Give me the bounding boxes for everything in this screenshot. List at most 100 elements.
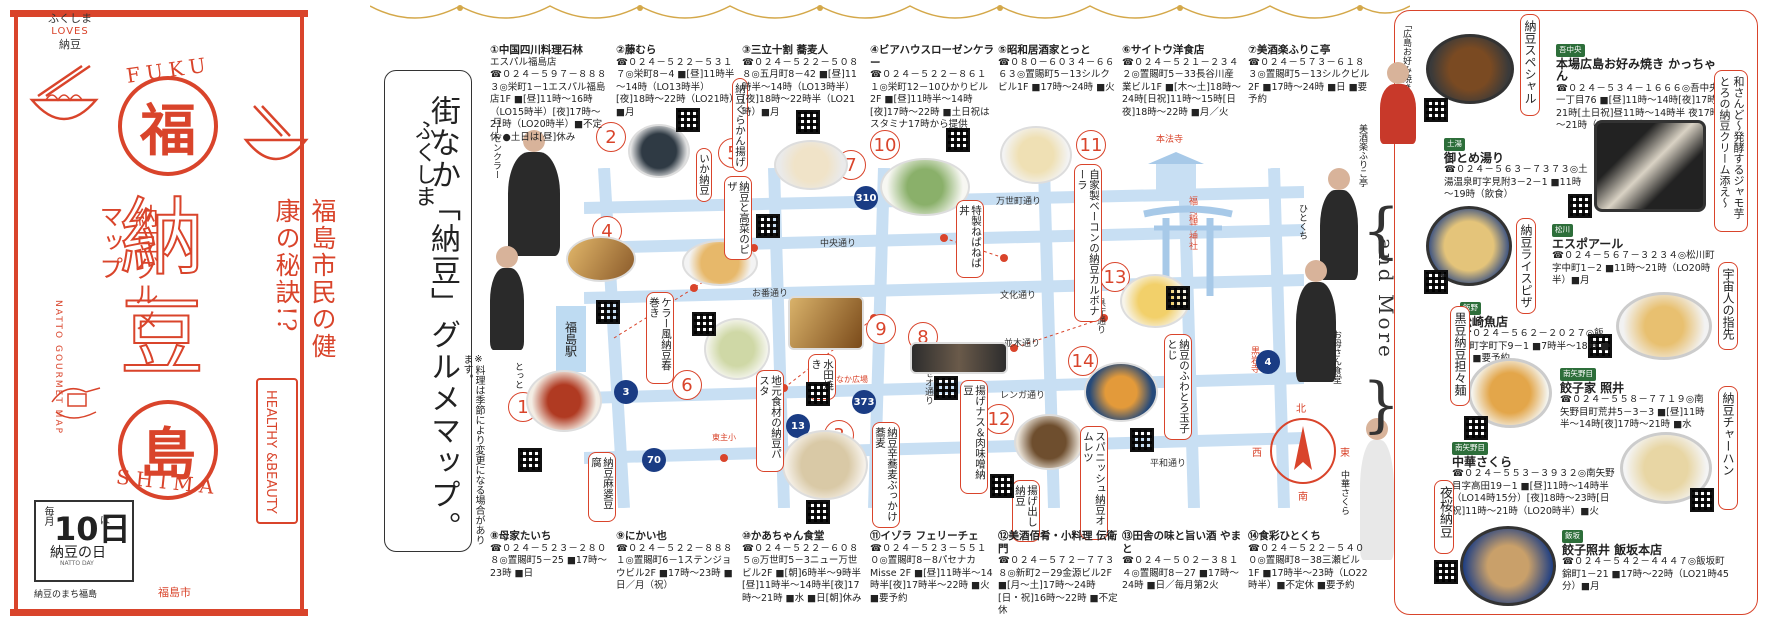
more-qr-2[interactable] [1568, 194, 1592, 218]
staff-photo-sakura [1360, 418, 1394, 560]
shop-name-13: ⑬田舎の味と旨い酒 やまと [1122, 530, 1242, 555]
more-dish-photo-7 [1460, 526, 1556, 606]
more-dish-label-5: 黒豆納豆担々麺 [1450, 306, 1470, 406]
day-wa: は [100, 516, 110, 527]
shop-body-2: ☎０２４－５２２－５３１７◎栄町8－4 ■[昼]11時半～14時（LO13時半）… [616, 56, 735, 118]
map-title-small: ふくしま [411, 119, 436, 207]
map-marker-2[interactable]: 2 [596, 122, 626, 152]
cover-border-right [300, 17, 304, 609]
map-title: 街なか「納豆」グルメマップ。 [425, 95, 460, 543]
more-qr-3[interactable] [1424, 270, 1448, 294]
caption-rosenkeller: ローゼンクラー [491, 116, 501, 179]
dish-photo-6 [704, 318, 770, 380]
shop-body-4: ☎０２４－５２２－８６１１◎栄町12－10ひかりビル2F ■[昼]11時半～14… [870, 69, 990, 130]
map-marker-6[interactable]: 6 [672, 370, 702, 400]
route-4: 4 [1256, 350, 1280, 374]
more-qr-6[interactable] [1690, 488, 1714, 512]
shop-info-3: ③三立十割 蕎麦人 ☎０２４－５２２－５０８８◎五月町8－42 ■[昼]11時半… [742, 44, 864, 119]
map-marker-14[interactable]: 14 [1068, 346, 1098, 376]
dish-label-12: 揚げ出し納豆 [1012, 480, 1040, 542]
shima-kanji-circle: 島 [118, 400, 218, 500]
shop-name-6: ⑥サイトウ洋食店 [1122, 44, 1205, 56]
map-marker-12[interactable]: 12 [984, 404, 1014, 434]
map-marker-13[interactable]: 13 [1100, 262, 1130, 292]
station-label: 福島駅 [563, 321, 578, 357]
more-body-4: ☎０２４－５６２－２０２７◎飯野町字町下9－1 ■7時半～18時 ■日 ■要予約 [1460, 328, 1610, 364]
shop-name-9: ⑨にかい也 [616, 530, 667, 542]
shop-name-10: ⑩かあちゃん食堂 [742, 530, 825, 542]
fukushima-station: 福島駅 [556, 306, 586, 372]
more-dish-label-2: 和さんど～発酵するジャモ芋とろの納豆クリーム添え～ [1714, 70, 1748, 232]
dish-label-13: 納豆のふわとろ玉子とじ [1164, 334, 1192, 440]
street-renga: レンガ通り [1000, 391, 1046, 401]
qr-code-10[interactable] [946, 128, 970, 152]
map-marker-11[interactable]: 11 [1076, 130, 1106, 160]
kanji-na: 納 [119, 189, 205, 287]
qr-code-4[interactable] [596, 300, 620, 324]
more-area-6: 南矢野目 [1452, 442, 1488, 455]
natto-day-label: 納豆の日 [50, 545, 106, 561]
shop-info-5: ⑤昭和居酒家とっと ☎０８０－６０３４－６６６３◎置賜町5－13シルクビル1F … [998, 44, 1118, 94]
shop-body-13: ☎０２４－５０２－３８１４◎置賜町8－27 ■17時～24時 ■日／毎月第2火 [1122, 555, 1240, 591]
dish-photo-12 [1014, 414, 1084, 470]
dish-label-10: 特製ねばねば丼 [956, 200, 984, 278]
more-shop-5: 南矢野目 餃子家 照井 ☎０２４－５５８－７７１９◎南矢野目町荒井5－3－3 ■… [1560, 368, 1710, 432]
map-marker-9[interactable]: 9 [866, 314, 896, 344]
more-name-4: 松崎魚店 [1460, 314, 1509, 329]
street-manseicho: 万世町通り [996, 197, 1042, 207]
more-dish-label-1: 納豆スペシャル [1520, 14, 1540, 116]
compass-east: 東 [1340, 448, 1350, 459]
more-body-7: ☎０２４－５４２－４４４７◎飯坂町錦町1－21 ■17時～22時（LO21時45… [1562, 556, 1729, 592]
shop-body-14: ☎０２４－５２２－５４００◎置賜町8－38三瀬ビル1F ■17時半～23時（LO… [1248, 542, 1368, 592]
dish-label-7: 納豆ぐらかん揚げ [732, 78, 748, 172]
dish-photo-10 [880, 158, 970, 216]
shop-body-5: ☎０８０－６０３４－６６６３◎置賜町5－13シルクビル1F ■17時～24時 ■… [998, 56, 1115, 93]
map-marker-10[interactable]: 10 [870, 130, 900, 160]
more-area-1: 吾中央 [1556, 44, 1585, 57]
qr-code-2[interactable] [676, 108, 700, 132]
love-mid: LOVES [51, 26, 89, 37]
shop-name-7: ⑦美酒楽ふりこ亭 [1248, 44, 1331, 56]
street-chuo: 中央通り [820, 239, 857, 249]
qr-code-14[interactable] [1130, 428, 1154, 452]
qr-code-13[interactable] [1166, 286, 1190, 310]
qr-code-1[interactable] [518, 448, 542, 472]
more-body-5: ☎０２４－５５８－７７１９◎南矢野目町荒井5－3－3 ■[昼]11時半～14時[… [1560, 394, 1705, 430]
shop-body-1: ☎０２４－５９７－８８８３◎栄町1－1エスパル福島店1F ■[昼]11時～16時… [490, 69, 607, 143]
more-name-2: 御とめ湯り [1444, 150, 1505, 165]
qr-code-5[interactable] [796, 110, 820, 134]
qr-code-9[interactable] [806, 382, 830, 406]
more-qr-4[interactable] [1588, 334, 1612, 358]
more-shop-6: 南矢野目 中華さくら ☎０２４－５５３－３９３２◎南矢野目字高田19－1 ■[昼… [1452, 442, 1616, 518]
cover-english-subtitle: NATTO GOURMET MAP [53, 300, 63, 436]
caption-okaasan: お母さん食堂 [1331, 330, 1341, 384]
garland-decoration [370, 5, 1410, 19]
qr-code-6[interactable] [692, 312, 716, 336]
natto-day-box: 毎月 10日 は 納豆の日 NATTO DAY [34, 500, 134, 582]
shop-name-14: ⑭食彩ひとくち [1248, 530, 1321, 542]
every-month-label: 毎月 [42, 506, 53, 526]
staff-photo-totto [490, 246, 524, 350]
more-qr-1[interactable] [1424, 98, 1448, 122]
shop-name-3: ③三立十割 蕎麦人 [742, 44, 829, 56]
qr-code-3[interactable] [806, 500, 830, 524]
dish-label-2: いか納豆 [696, 148, 712, 202]
qr-code-8[interactable] [934, 376, 958, 400]
more-qr-5[interactable] [1464, 416, 1488, 440]
more-area-2: 土湯 [1444, 138, 1465, 151]
more-qr-7[interactable] [1434, 560, 1458, 584]
map-title-box: ふくしま 街なか「納豆」グルメマップ。 [384, 70, 472, 552]
love-bottom: 納豆 [59, 38, 81, 51]
shop-info-10: ⑩かあちゃん食堂 ☎０２４－５２２－６０８５◎万世町5－3ニュー万世ビル2F ■… [742, 530, 864, 605]
qr-code-12[interactable] [990, 474, 1014, 498]
qr-code-7[interactable] [756, 214, 780, 238]
shop-info-6: ⑥サイトウ洋食店 ☎０２４－５２１－２３４２◎置賜町5－33長谷川産業ビル1F … [1122, 44, 1242, 119]
shop-body-7: ☎０２４－５７３－６１８３◎置賜町5－13シルクビル2F ■17時～24時 ■日… [1248, 56, 1370, 106]
honpoji-temple: 本法寺 [1156, 135, 1184, 145]
caption-hitokuchi: ひとくち [1297, 204, 1307, 240]
more-shop-2: 土湯 御とめ湯り ☎０２４－５６３－７３７３◎土湯温泉町字見附3－2－1 ■11… [1444, 138, 1590, 202]
shop-name-4: ④ビアハウスローゼンケラー [870, 44, 994, 69]
day-number: 10日 [54, 510, 131, 548]
more-name-6: 中華さくら [1452, 454, 1513, 469]
dish-label-5: 納豆と高菜のピザ [724, 176, 752, 260]
